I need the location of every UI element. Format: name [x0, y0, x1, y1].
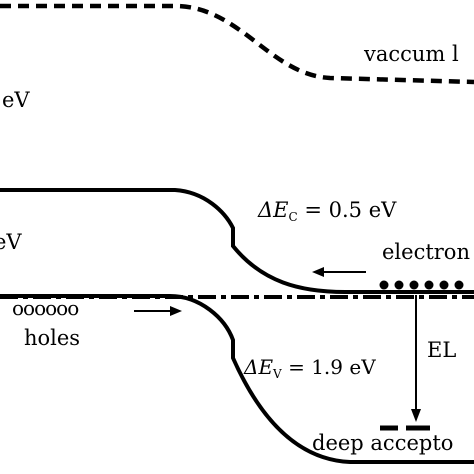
valence-band-line [0, 294, 474, 464]
el-label: EL [427, 338, 457, 362]
electron-drift-arrow [312, 267, 366, 277]
delta-ec-subscript: C [288, 210, 298, 224]
energy-label-top: eV [2, 88, 30, 112]
delta-ec-value: = 0.5 eV [297, 198, 397, 222]
delta-ev-label: ΔEV = 1.9 eV [244, 357, 376, 380]
vacuum-level-label: vaccum l [364, 42, 459, 66]
electron-dot [409, 280, 419, 290]
conduction-band-line [0, 188, 474, 294]
electron-dots [379, 280, 464, 290]
electron-dot [454, 280, 464, 290]
delta-ev-subscript: V [273, 367, 282, 381]
electron-dot [394, 280, 404, 290]
electron-dot [379, 280, 389, 290]
delta-ec-label: ΔEC = 0.5 eV [258, 198, 397, 224]
electron-dot [439, 280, 449, 290]
electron-dot [424, 280, 434, 290]
electrons-label: electron [382, 240, 470, 264]
deep-acceptor-label: deep accepto [312, 431, 454, 455]
el-transition-arrow [411, 295, 421, 422]
delta-ec-symbol: ΔE [258, 198, 289, 222]
holes-label: holes [24, 326, 81, 350]
hole-drift-arrow [134, 306, 182, 316]
energy-label-middle: eV [0, 230, 22, 254]
holes-symbols: oooooo [12, 296, 79, 320]
delta-ev-symbol: ΔE [244, 355, 274, 379]
delta-ev-value: = 1.9 eV [281, 355, 376, 379]
vacuum-level-line [0, 3, 474, 85]
